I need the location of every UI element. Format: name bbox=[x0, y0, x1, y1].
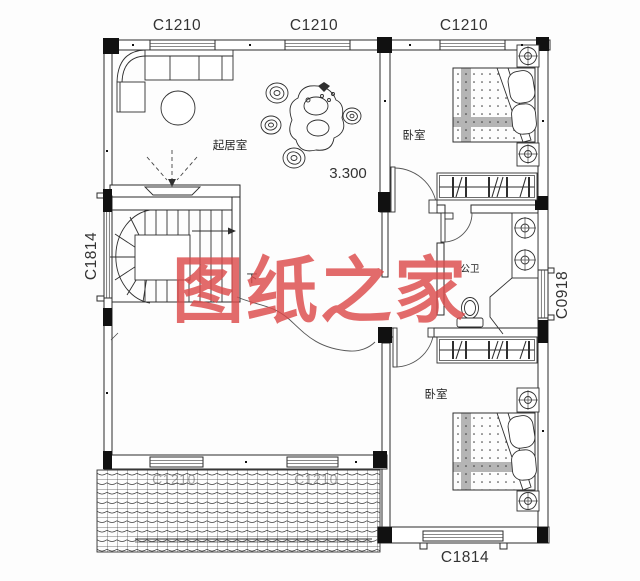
corner-sofa bbox=[116, 49, 234, 113]
stair-direction-arrow bbox=[192, 227, 236, 235]
window-label-top-1: C1210 bbox=[153, 17, 201, 34]
window-label-bottom: C1814 bbox=[441, 549, 489, 566]
tea-table bbox=[160, 90, 196, 126]
window-label-left: C1814 bbox=[83, 232, 100, 280]
window-label-top-2: C1210 bbox=[290, 17, 338, 34]
window-bedroom2-bottom bbox=[419, 530, 508, 550]
roof-tiles bbox=[96, 469, 381, 553]
door-bedroom1 bbox=[390, 166, 438, 214]
window-right bbox=[537, 267, 555, 321]
dimension-labels: C1210 C1210 C1210 C1814 C0918 C1814 bbox=[83, 17, 571, 566]
level-mark: 3.300 bbox=[329, 165, 367, 182]
label-bathroom: 公卫 bbox=[460, 264, 480, 275]
staircase bbox=[110, 209, 376, 352]
nightstands-upper bbox=[516, 44, 540, 167]
window-top-3 bbox=[439, 39, 506, 51]
stair-down-label: 下 bbox=[247, 273, 258, 285]
wardrobe-lower bbox=[436, 336, 538, 364]
window-label-top-3: C1210 bbox=[440, 17, 488, 34]
bathroom-partition bbox=[489, 277, 513, 335]
nightstands-lower bbox=[516, 387, 540, 512]
wardrobe-upper bbox=[436, 172, 538, 201]
bed-lower bbox=[452, 412, 537, 491]
window-bottom-left-1 bbox=[149, 456, 204, 468]
stair-flow-curve bbox=[236, 296, 376, 352]
columns bbox=[103, 37, 549, 543]
label-living-room: 起居室 bbox=[213, 138, 248, 152]
bed-upper bbox=[452, 67, 537, 143]
watermark: 图纸之家 bbox=[172, 252, 468, 332]
window-bottom-left-2 bbox=[286, 456, 339, 468]
window-top-1 bbox=[149, 39, 216, 51]
label-bedroom-lower: 卧室 bbox=[425, 387, 448, 401]
window-top-2 bbox=[284, 39, 351, 51]
room-labels: 起居室 卧室 卧室 公卫 3.300 下 bbox=[213, 128, 480, 401]
window-label-right: C0918 bbox=[554, 271, 571, 319]
label-bedroom-upper: 卧室 bbox=[403, 128, 426, 142]
door-bedroom2 bbox=[392, 327, 435, 368]
tv-unit bbox=[143, 150, 202, 196]
door-bathroom bbox=[440, 212, 473, 243]
wall-axis-dots bbox=[106, 44, 544, 463]
toilet bbox=[456, 297, 484, 328]
doors bbox=[390, 166, 473, 368]
bathroom-vanity bbox=[511, 212, 539, 279]
plant-decor bbox=[260, 82, 362, 169]
